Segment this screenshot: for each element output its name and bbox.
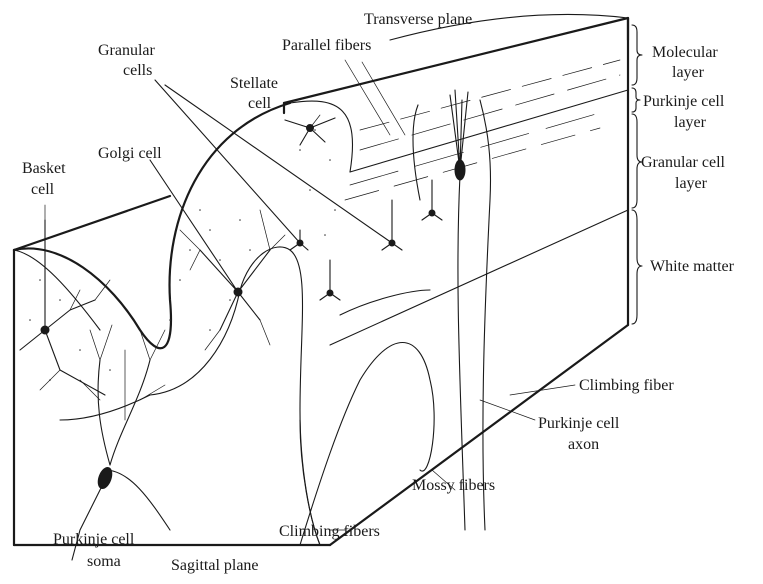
label-parallel-fibers: Parallel fibers — [282, 37, 371, 54]
purkinje-cell-right — [450, 90, 468, 530]
label-climbing-fibers: Climbing fibers — [279, 523, 380, 540]
label-molecular-layer-line1: Molecular — [652, 44, 718, 61]
purkinje-cell-folium — [72, 325, 170, 560]
label-climbing-fiber: Climbing fiber — [579, 377, 674, 394]
label-granular-cells-line2: cells — [123, 62, 152, 79]
label-purkinje-cell-soma-line1: Purkinje cell — [53, 531, 135, 548]
label-mossy-fibers: Mossy fibers — [412, 477, 495, 494]
layer-braces — [632, 25, 642, 324]
label-white-matter: White matter — [650, 258, 735, 275]
block-outline — [14, 14, 628, 545]
label-molecular-layer-line2: layer — [672, 64, 705, 81]
label-purkinje-cell-axon-line1: Purkinje cell — [538, 415, 620, 432]
label-stellate-cell-line2: cell — [248, 95, 272, 112]
label-purkinje-cell-layer-line2: layer — [674, 114, 707, 131]
granule-cells — [155, 80, 442, 300]
label-purkinje-cell-layer-line1: Purkinje cell — [643, 93, 725, 110]
granular-stipple — [29, 129, 336, 381]
label-basket-cell-line1: Basket — [22, 160, 66, 177]
label-golgi-cell: Golgi cell — [98, 145, 162, 162]
label-granular-cell-layer-line2: layer — [675, 175, 708, 192]
label-purkinje-cell-axon-line2: axon — [568, 436, 599, 453]
label-granular-cells-line1: Granular — [98, 42, 156, 59]
label-transverse-plane: Transverse plane — [364, 11, 472, 28]
label-sagittal-plane: Sagittal plane — [171, 557, 259, 574]
label-purkinje-cell-soma-line2: soma — [87, 553, 121, 570]
label-granular-cell-layer-line1: Granular cell — [641, 154, 726, 171]
basket-cell — [20, 220, 110, 395]
label-stellate-cell-line1: Stellate — [230, 75, 278, 92]
label-basket-cell-line2: cell — [31, 181, 55, 198]
stellate-cell — [285, 118, 335, 145]
